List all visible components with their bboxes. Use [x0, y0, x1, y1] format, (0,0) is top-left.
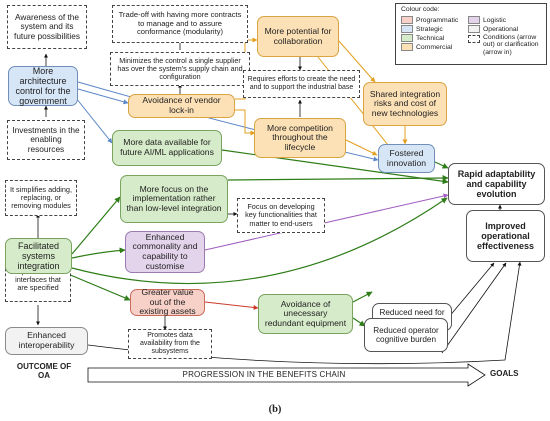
legend-label: Commercial	[416, 43, 453, 51]
edge-lockin-to-comp	[235, 109, 256, 136]
note-promotes: Promotes data availability from the subs…	[128, 329, 212, 359]
edge-avoid-to-reduced-training	[352, 291, 373, 303]
edge-focus-to-rapid	[227, 175, 449, 182]
figure-caption: (b)	[268, 404, 282, 415]
legend-item-strategic: Strategic	[401, 25, 443, 33]
legend-item-logistic: Logistic	[468, 16, 506, 24]
legend-swatch	[401, 43, 413, 51]
legend-label: Logistic	[483, 16, 507, 24]
note-focus-dev: Focus on developing key functionalities …	[237, 198, 325, 233]
label-outcome-of-oa: OUTCOME OF OA	[16, 362, 72, 380]
edge-greater-to-avoid	[204, 301, 259, 310]
legend-label: Strategic	[416, 25, 443, 33]
node-fostered-innovation: Fostered innovation	[378, 144, 435, 173]
note-requires: Requires efforts to create the need and …	[243, 70, 360, 98]
node-more-data-ai-ml: More data available for future AI/ML app…	[112, 130, 222, 166]
legend-swatch	[401, 34, 413, 42]
edge-reduced-burden-to-improved	[441, 262, 507, 354]
legend-label: Operational	[483, 25, 519, 33]
legend-item-technical: Technical	[401, 34, 444, 42]
edge-comp-to-fostered	[345, 139, 378, 156]
node-improved-operational-effectiveness: Improved operational effectiveness	[466, 210, 545, 262]
legend-title: Colour code:	[401, 6, 440, 13]
edge-fostered-to-rapid	[434, 161, 449, 169]
node-enhanced-interoperability: Enhanced interoperability	[5, 327, 88, 355]
legend-item-conditions: Conditions (arrow out) or clarification …	[468, 34, 546, 56]
node-greater-value-assets: Greater value out of the existing assets	[130, 287, 205, 316]
node-more-potential-collaboration: More potential for collaboration	[257, 16, 339, 57]
edge-facilitated-to-rapid	[71, 197, 448, 285]
progression-arrow	[87, 363, 486, 387]
edge-commonality-to-rapid	[204, 193, 449, 251]
legend: Colour code: Programmatic Strategic Tech…	[395, 3, 547, 65]
label-goals: GOALS	[490, 369, 519, 378]
node-more-competition: More competition throughout the lifecycl…	[254, 118, 346, 158]
note-investments: Investments in the enabling resources	[7, 120, 85, 160]
note-minimizes: Minimizes the control a single supplier …	[110, 52, 250, 86]
legend-item-commercial: Commercial	[401, 43, 452, 51]
legend-item-programmatic: Programmatic	[401, 16, 458, 24]
legend-swatch	[468, 16, 480, 24]
legend-label: Technical	[416, 34, 445, 42]
node-avoidance-redundant-equipment: Avoidance of unecessary redundant equipm…	[258, 294, 353, 334]
legend-swatch	[468, 25, 480, 33]
node-rapid-adaptability: Rapid adaptability and capability evolut…	[448, 163, 545, 205]
node-shared-integration-risks: Shared integration risks and cost of new…	[363, 82, 447, 126]
legend-label: Conditions (arrow out) or clarification …	[483, 34, 539, 56]
edge-arch-to-lockin	[77, 88, 129, 105]
note-awareness: Awareness of the system and its future p…	[7, 5, 87, 49]
legend-swatch	[468, 35, 480, 43]
node-more-architecture-control: More architecture control for the govern…	[8, 66, 78, 106]
note-tradeoff: Trade-off with having more contracts to …	[112, 5, 248, 43]
edge-facilitated-to-greater	[67, 273, 131, 301]
node-reduced-cognitive-burden: Reduced operator cognitive burden	[364, 318, 448, 352]
legend-label: Programmatic	[416, 16, 459, 24]
edge-arch-to-moredata	[75, 97, 113, 144]
node-enhanced-commonality: Enhanced commonality and capability to c…	[125, 231, 205, 273]
edge-facilitated-to-focus	[71, 196, 121, 255]
legend-item-operational: Operational	[468, 25, 518, 33]
node-avoidance-vendor-lockin: Avoidance of vendor lock-in	[128, 94, 235, 118]
node-more-focus-implementation: More focus on the implementation rather …	[120, 175, 228, 223]
legend-swatch	[401, 16, 413, 24]
label-progression: PROGRESSION IN THE BENEFITS CHAIN	[182, 370, 346, 379]
legend-swatch	[401, 25, 413, 33]
edge-collab-to-shared	[337, 39, 376, 83]
note-simplifies: It simplifies adding, replacing, or remo…	[5, 180, 77, 216]
node-facilitated-systems-integration: Facilitated systems integration	[5, 238, 72, 274]
edge-facilitated-to-commonality	[71, 247, 126, 259]
edge-avoid-to-reduced-burden	[352, 317, 366, 327]
